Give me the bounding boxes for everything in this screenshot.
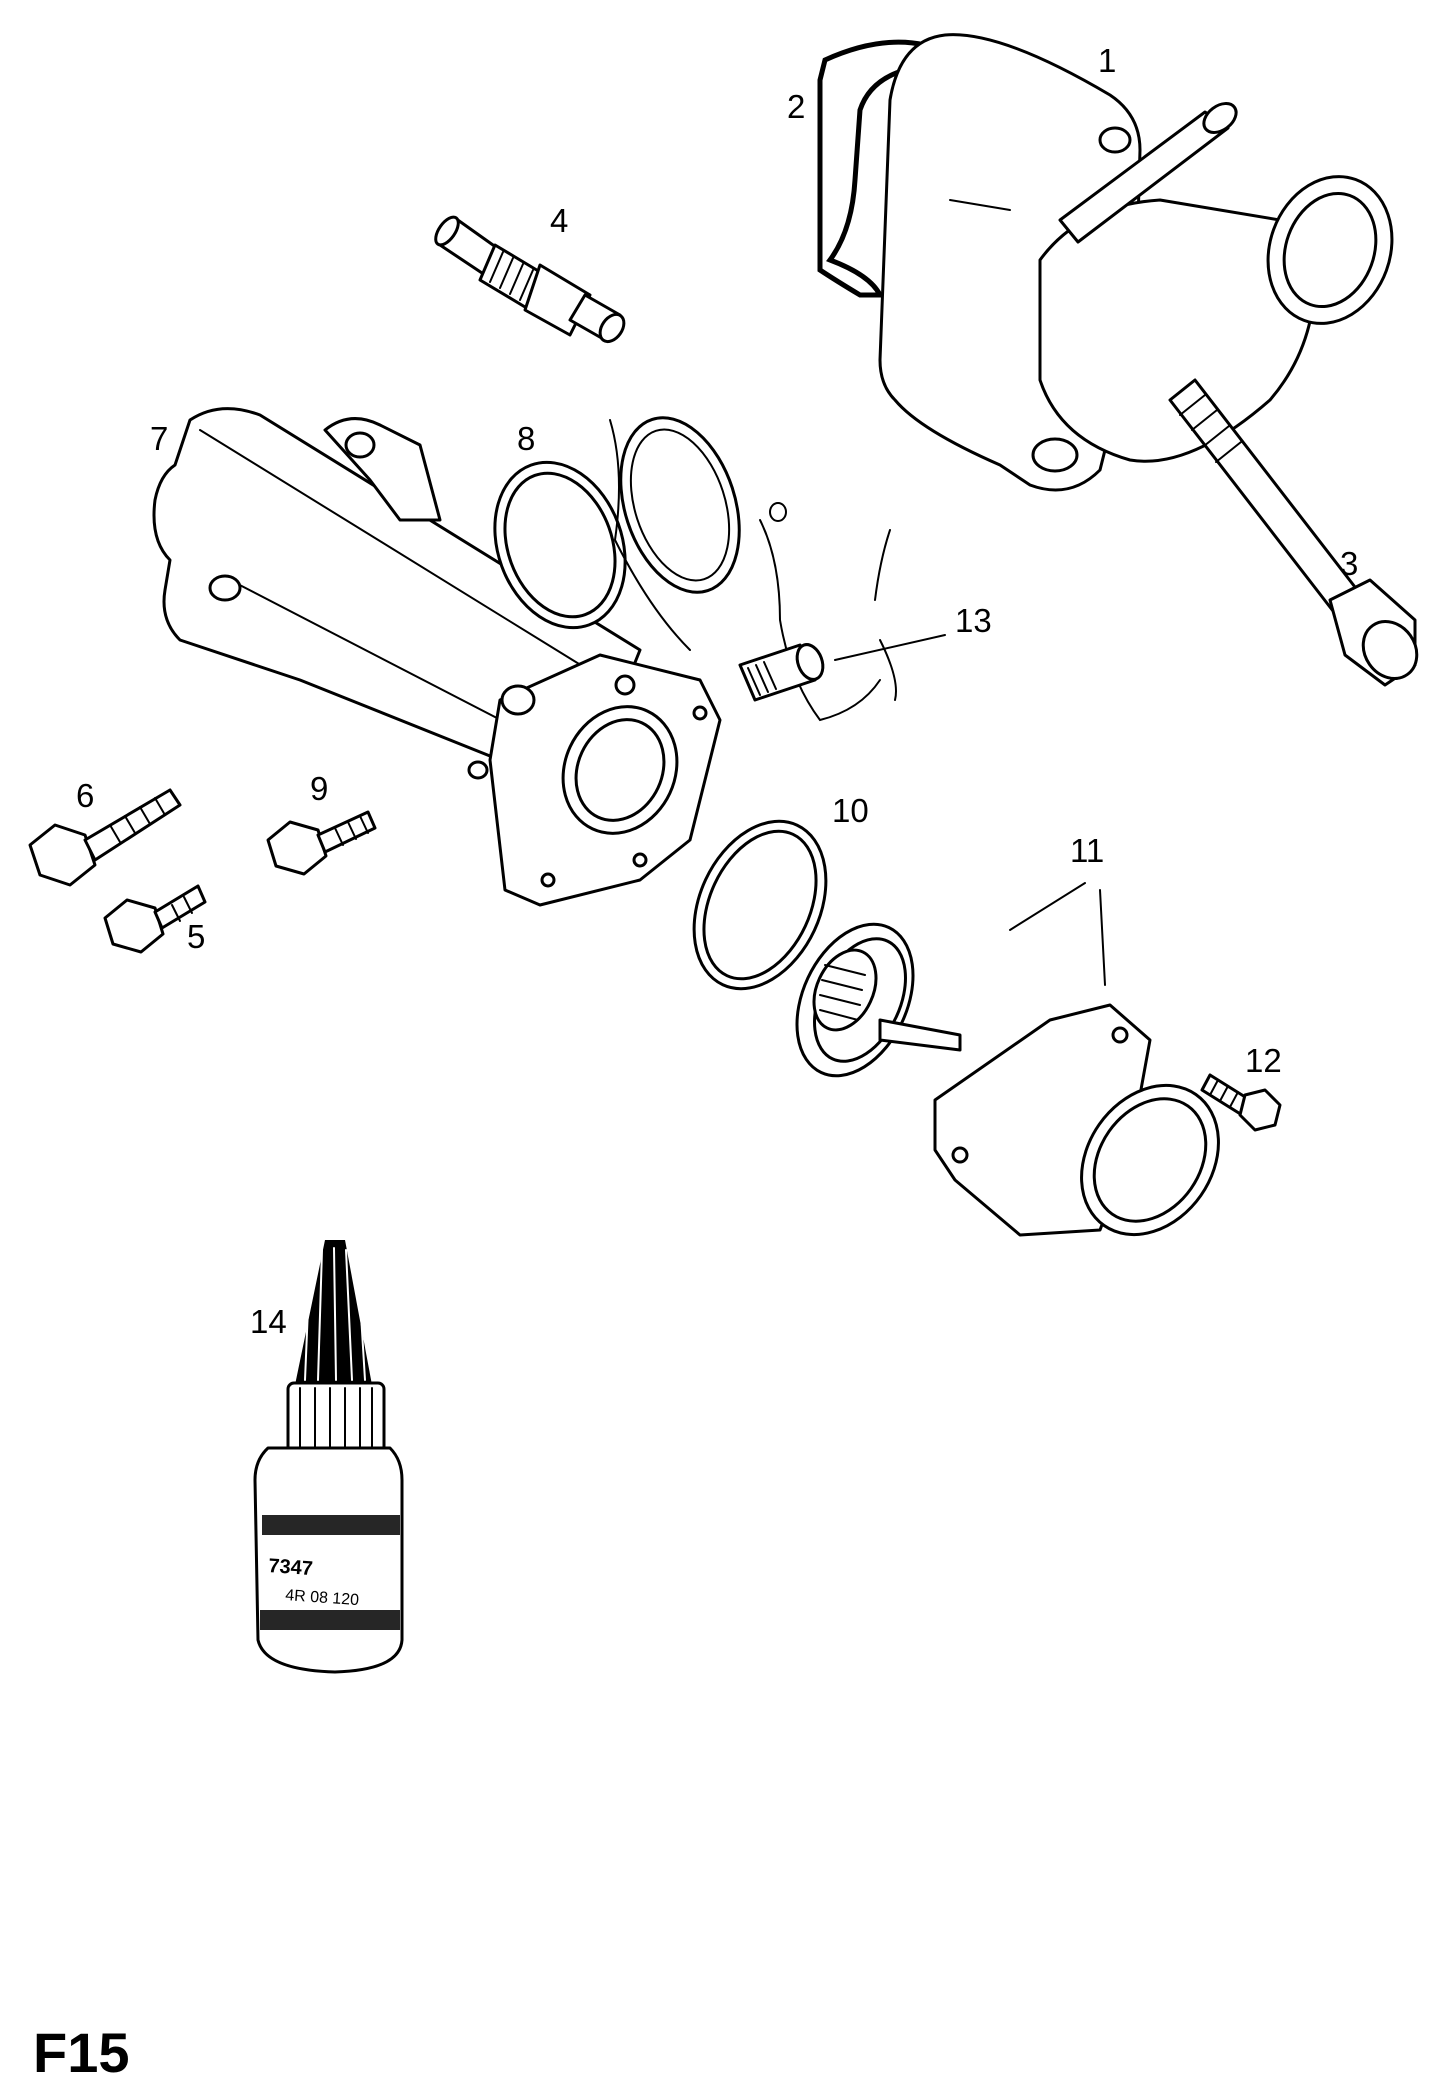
part-1-housing: [878, 33, 1394, 492]
bottle-label-line2: 4R 08 120: [285, 1587, 360, 1609]
callout-6: 6: [76, 777, 94, 814]
part-11-thermostat: [795, 882, 1220, 1237]
part-9-bolt: [266, 810, 377, 876]
part-3-bolt: [1168, 378, 1419, 687]
callout-3: 3: [1340, 545, 1358, 582]
part-6-bolt: [28, 788, 182, 887]
callout-labels: 1 2 3 4 5 6 7 8 9 10 11 12 13 14: [76, 42, 1358, 1340]
part-7-manifold: [152, 407, 722, 907]
callout-1: 1: [1098, 42, 1116, 79]
callout-14: 14: [250, 1303, 287, 1340]
callout-8: 8: [517, 420, 535, 457]
callout-12: 12: [1245, 1042, 1282, 1079]
callout-13: 13: [955, 602, 992, 639]
part-13-fitting: [738, 634, 946, 702]
part-8-oring: [493, 460, 627, 630]
callout-2: 2: [787, 88, 805, 125]
callout-7: 7: [150, 420, 168, 457]
part-12-bolt: [1200, 1073, 1282, 1132]
callout-10: 10: [832, 792, 869, 829]
callout-9: 9: [310, 770, 328, 807]
bottle-label-line1: 7347: [268, 1555, 314, 1580]
part-5-bolt: [103, 884, 207, 954]
part-2-gasket: [817, 39, 930, 298]
part-10-seal-ring: [692, 819, 828, 991]
part-4-sensor: [434, 215, 626, 344]
figure-code: F15: [33, 2021, 130, 2084]
part-14-sealant-bottle: 7347 4R 08 120: [253, 1240, 404, 1674]
callout-4: 4: [550, 202, 568, 239]
callout-11: 11: [1070, 832, 1104, 869]
callout-5: 5: [187, 918, 205, 955]
